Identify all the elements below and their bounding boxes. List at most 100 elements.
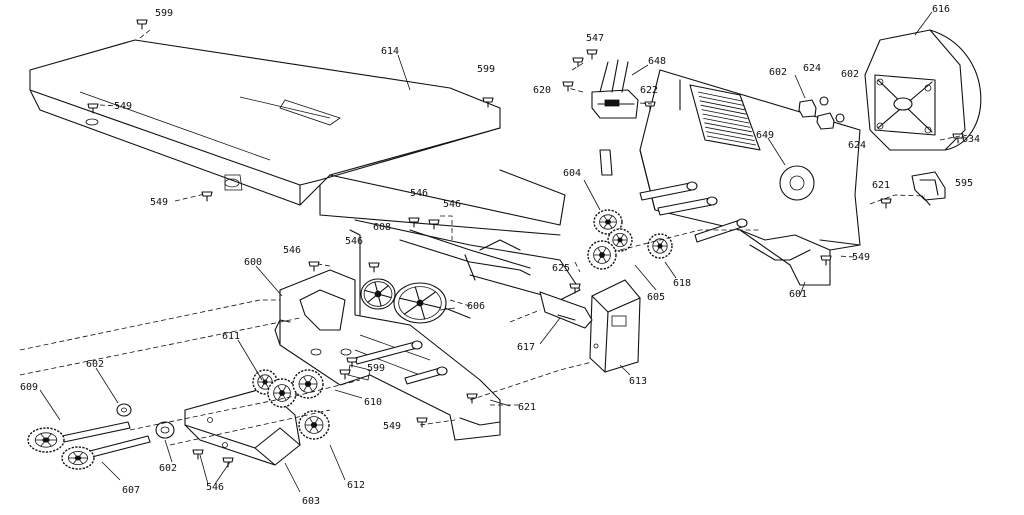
screw (308, 261, 320, 272)
label-624-a: 624 (803, 63, 821, 74)
vent-grille (697, 91, 758, 150)
label-622: 622 (640, 85, 658, 96)
gear-604-b (607, 228, 633, 252)
plate-hole (779, 165, 815, 201)
label-625: 625 (552, 263, 570, 274)
wheel-606 (393, 282, 447, 324)
label-610: 610 (364, 397, 382, 408)
label-609: 609 (20, 382, 38, 393)
label-612: 612 (347, 480, 365, 491)
screw (880, 198, 892, 209)
switch-box (589, 279, 641, 373)
lever-617 (539, 291, 593, 329)
label-601: 601 (789, 289, 807, 300)
label-614: 614 (381, 46, 399, 57)
screw (368, 262, 380, 273)
dashed-assembly-lines (19, 29, 961, 446)
label-546-d: 546 (443, 199, 461, 210)
screw (562, 81, 574, 92)
shafts (61, 181, 748, 459)
screw (87, 103, 99, 114)
grille-slat (697, 91, 743, 102)
grille-slat (700, 104, 747, 115)
grille-slat (703, 118, 751, 128)
label-549-cover: 549 (114, 101, 132, 112)
label-547: 547 (586, 33, 604, 44)
screw (201, 191, 213, 202)
grille-slat (704, 122, 752, 133)
screw (572, 57, 584, 68)
label-603: 603 (302, 496, 320, 507)
screw (339, 369, 351, 380)
gear-604-a (593, 209, 623, 235)
label-617: 617 (517, 342, 535, 353)
screw (820, 255, 832, 266)
leader-lines (39, 11, 933, 493)
label-634: 634 (962, 134, 980, 145)
label-616: 616 (932, 4, 950, 15)
grille-slat (702, 113, 750, 124)
label-620: 620 (533, 85, 551, 96)
gear-618 (647, 233, 673, 259)
label-608: 608 (373, 222, 391, 233)
screw (136, 19, 148, 30)
screw (416, 417, 428, 428)
label-602-a: 602 (86, 359, 104, 370)
screw (408, 217, 420, 228)
top-cover-plate (29, 39, 566, 236)
label-546-a: 546 (283, 245, 301, 256)
label-595: 595 (955, 178, 973, 189)
label-605: 605 (647, 292, 665, 303)
part-labels: 599 549 614 599 549 546 546 546 546 608 … (20, 4, 980, 507)
label-599-cover: 599 (477, 64, 495, 75)
wheel-608 (360, 278, 396, 310)
gears (27, 209, 673, 470)
label-604: 604 (563, 168, 581, 179)
screw (466, 393, 478, 404)
grille-slat (707, 140, 758, 150)
grille-slat (705, 126, 754, 137)
label-599-frame: 599 (367, 363, 385, 374)
switch-assembly (591, 59, 639, 119)
label-546-c: 546 (410, 188, 428, 199)
label-549-left: 549 (150, 197, 168, 208)
knob-607 (61, 446, 95, 470)
label-600: 600 (244, 257, 262, 268)
label-549-front: 549 (383, 421, 401, 432)
screw (482, 97, 494, 108)
screw (192, 449, 204, 460)
roller-612 (298, 410, 330, 440)
label-546-b: 546 (345, 236, 363, 247)
screws (87, 19, 964, 468)
screw (569, 283, 581, 294)
label-611: 611 (222, 331, 240, 342)
motor-assembly (864, 29, 982, 151)
label-607: 607 (122, 485, 140, 496)
small-blocks (798, 96, 845, 130)
knob-609 (27, 427, 65, 453)
grille-slat (706, 135, 757, 146)
label-602-b: 602 (159, 463, 177, 474)
roller-610-b (292, 369, 324, 399)
gear-605 (587, 240, 617, 270)
label-546-e: 546 (206, 482, 224, 493)
screw (222, 457, 234, 468)
screw (586, 49, 598, 60)
label-549-right: 549 (852, 252, 870, 263)
label-621-front: 621 (518, 402, 536, 413)
grille-slat (698, 96, 744, 106)
label-624-b: 624 (848, 140, 866, 151)
grille-slat (699, 100, 745, 111)
label-648: 648 (648, 56, 666, 67)
screw (346, 357, 358, 368)
label-618: 618 (673, 278, 691, 289)
label-606: 606 (467, 301, 485, 312)
washers (116, 403, 175, 439)
bracket-595 (911, 171, 946, 206)
roller-610-a (267, 378, 297, 408)
grille-slat (701, 109, 748, 119)
grille-slat (706, 131, 755, 141)
label-621-right: 621 (872, 180, 890, 191)
